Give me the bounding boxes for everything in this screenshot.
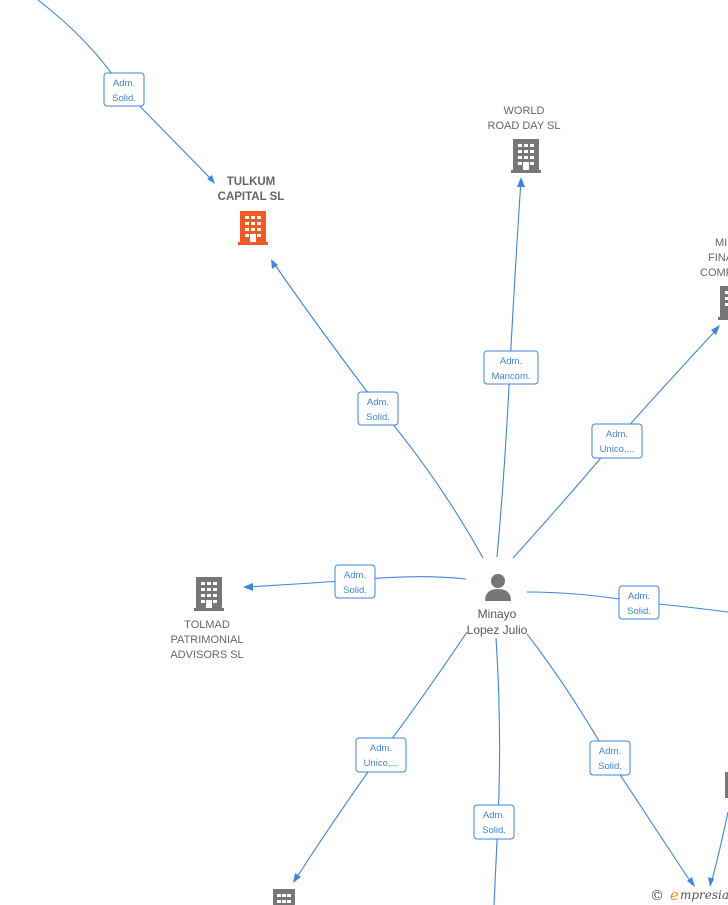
company-label-mifina-line1: MI [715,237,727,249]
edge-label-line2: Solid. [598,761,622,772]
copyright-symbol: © [650,888,664,904]
edge-label-world[interactable]: Adm. Mancom. [483,350,539,385]
edge-label-line2: Unico,... [364,758,399,769]
edge-label-line1: Adm. [113,78,135,89]
company-label-tolmad-line3: ADVISORS SL [170,649,243,661]
building-icon [273,889,295,905]
edge-label-line1: Adm. [367,397,389,408]
company-label-tolmad-line2: PATRIMONIAL [171,634,244,646]
arrowhead-tulkum [271,259,278,269]
edge-label-tolmad[interactable]: Adm. Solid. [334,564,376,599]
company-label-world-line1: WORLD [504,105,545,117]
edge-label-line2: Solid. [627,606,651,617]
person-node-center[interactable]: Minayo Lopez Julio [467,574,528,637]
building-icon [718,286,728,320]
arrowhead-world [517,177,525,187]
edge-label-bottom-right[interactable]: Adm. Solid. [589,740,631,776]
edge-label-line2: Unico,... [600,444,635,455]
company-label-mifina-line3: COMP [700,267,728,279]
building-icon [725,772,728,798]
building-icon [238,211,268,245]
arrowheads [207,175,720,887]
edge-label-line1: Adm. [606,429,628,440]
company-node-tolmad[interactable]: TOLMAD PATRIMONIAL ADVISORS SL [170,577,244,661]
edge-label-line1: Adm. [628,591,650,602]
company-node-mifina[interactable]: MI FINA COMP [700,237,728,320]
edge-label-line2: Mancom. [491,371,530,382]
arrowhead-bottom-right [687,877,695,887]
edge-label-line2: Solid. [366,412,390,423]
arrowhead-right-down [708,877,714,887]
edge-label-line2: Solid. [343,585,367,596]
edge-label-tulkum[interactable]: Adm. Solid. [357,391,399,426]
company-label-mifina-line2: FINA [708,252,728,264]
edge-label-line1: Adm. [483,810,505,821]
brand-initial: e [670,886,679,904]
building-icon [511,139,541,173]
edge-label-mifina[interactable]: Adm. Unico,... [591,423,643,459]
edge-label-right[interactable]: Adm. Solid. [618,585,660,620]
person-name-line2: Lopez Julio [467,623,528,637]
company-node-right-offscreen[interactable] [725,772,728,798]
edge-center-to-bottom [493,637,501,905]
arrowhead-tulkum-top [207,175,215,184]
edge-right-offscreen-down [710,811,728,885]
company-label-tulkum-line2: CAPITAL SL [218,191,285,203]
edge-label-bottom[interactable]: Adm. Solid. [473,804,515,840]
company-node-world[interactable]: WORLD ROAD DAY SL [488,105,561,173]
edge-label-line1: Adm. [370,743,392,754]
company-label-tolmad-line1: TOLMAD [184,619,230,631]
company-label-tulkum-line1: TULKUM [227,176,276,188]
building-icon [194,577,224,611]
edge-label-line1: Adm. [500,356,522,367]
person-icon [485,574,511,601]
brand-name: mpresia [680,888,728,902]
edge-label-line2: Solid. [112,93,136,104]
company-node-tulkum[interactable]: TULKUM CAPITAL SL [218,176,285,245]
arrowhead-bottom-left [293,873,301,883]
edge-label-line2: Solid. [482,825,506,836]
edge-label-line1: Adm. [344,570,366,581]
edge-label-bottom-left[interactable]: Adm. Unico,... [355,737,407,773]
arrowhead-mifina [711,325,720,335]
edge-label-top-left[interactable]: Adm. Solid. [103,72,145,107]
brand-watermark: © e mpresia [650,886,728,904]
edge-label-line1: Adm. [599,746,621,757]
company-label-world-line2: ROAD DAY SL [488,120,561,132]
person-name-line1: Minayo [478,607,517,621]
arrowhead-tolmad [243,583,253,591]
company-node-bottom-left[interactable] [273,889,295,905]
